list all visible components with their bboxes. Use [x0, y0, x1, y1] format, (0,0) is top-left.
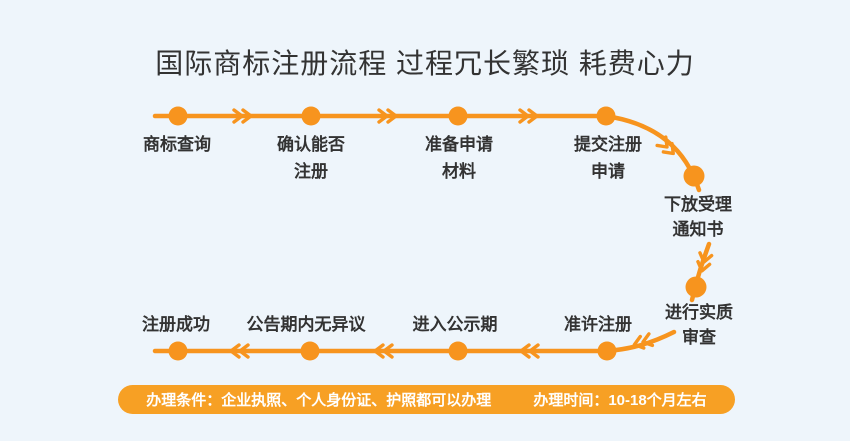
chevron-left-1	[519, 343, 540, 359]
dot-trademark-search	[168, 106, 188, 126]
conditions-banner: 办理条件：企业执照、个人身份证、护照都可以办理 办理时间：10-18个月左右	[118, 385, 735, 414]
step-acceptance-notice: 下放受理 通知书	[664, 192, 732, 242]
chevron-right-1	[232, 108, 253, 124]
step-label-line: 进入公示期	[412, 315, 498, 334]
step-label-line: 准备申请	[425, 135, 493, 154]
banner-time-text: 办理时间：10-18个月左右	[533, 392, 707, 409]
step-label-line: 准许注册	[564, 315, 632, 334]
chevron-down-middle	[696, 251, 714, 273]
step-submit-application: 提交注册 申请	[574, 131, 642, 185]
dot-registration-success	[168, 341, 188, 361]
step-registration-success: 注册成功	[142, 311, 210, 338]
step-public-notice-period: 进入公示期	[413, 311, 498, 338]
dot-confirm-registrable	[301, 106, 321, 126]
step-label-line: 公告期内无异议	[246, 315, 366, 334]
step-label-line: 通知书	[672, 220, 724, 239]
step-approve-registration: 准许注册	[564, 311, 632, 338]
dot-prepare-materials	[448, 106, 468, 126]
step-no-objection: 公告期内无异议	[247, 311, 366, 338]
chevron-right-2	[377, 108, 398, 124]
step-label-line: 确认能否	[277, 135, 345, 154]
step-label-line: 注册成功	[142, 315, 210, 334]
dot-no-objection	[300, 341, 320, 361]
step-label-line: 提交注册	[574, 135, 642, 154]
step-label-line: 商标查询	[143, 135, 211, 154]
step-prepare-materials: 准备申请 材料	[425, 131, 493, 185]
step-confirm-registrable: 确认能否 注册	[277, 131, 345, 185]
dot-acceptance-notice	[683, 165, 705, 187]
banner-conditions-text: 办理条件：企业执照、个人身份证、护照都可以办理	[146, 392, 492, 409]
step-label-line: 进行实质	[665, 303, 733, 322]
step-trademark-search: 商标查询	[143, 131, 211, 158]
chevron-curve-down-left	[632, 332, 655, 350]
chevron-curve-down-right	[655, 135, 675, 156]
dot-submit-application	[596, 106, 616, 126]
chevron-right-3	[518, 108, 539, 124]
chevron-left-2	[373, 343, 394, 359]
step-label-line: 下放受理	[664, 195, 732, 214]
dot-public-notice-period	[448, 341, 468, 361]
chevron-left-3	[229, 343, 250, 359]
dot-substantive-examination	[685, 276, 707, 298]
page-title: 国际商标注册流程 过程冗长繁琐 耗费心力	[155, 48, 695, 79]
step-label-line: 材料	[442, 162, 476, 181]
step-label-line: 申请	[591, 162, 625, 181]
step-substantive-examination: 进行实质 审查	[665, 300, 733, 350]
step-label-line: 注册	[294, 162, 328, 181]
dot-approve-registration	[597, 341, 617, 361]
step-label-line: 审查	[682, 328, 716, 347]
